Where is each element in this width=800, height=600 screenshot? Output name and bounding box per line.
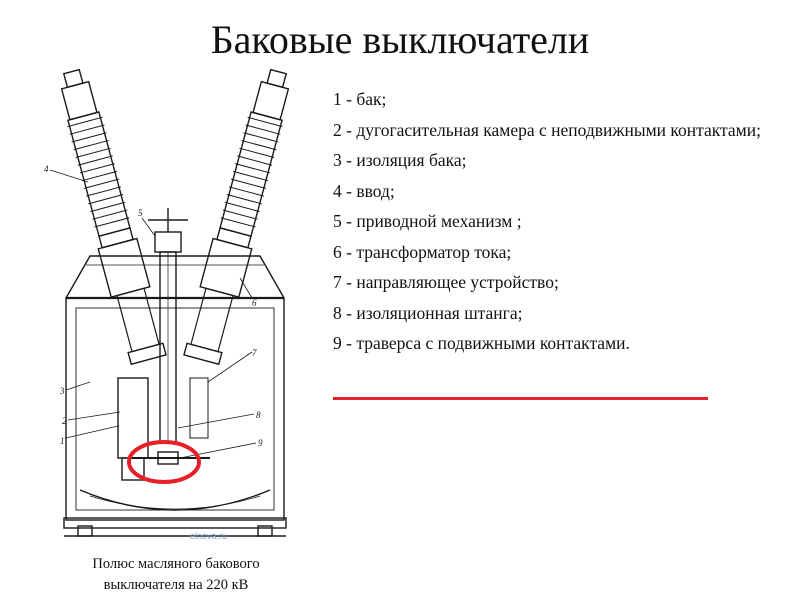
slide-title: Баковые выключатели: [210, 17, 590, 62]
drawing-label: 3: [59, 386, 65, 396]
legend-item: 6 - трансформатор тока;: [333, 241, 512, 262]
drawing-label: 1: [60, 436, 65, 446]
highlight-ellipse: [127, 440, 201, 484]
legend-item: 9 - траверса с подвижными контактами.: [333, 333, 630, 353]
legend-underline: [333, 397, 708, 400]
legend-item: 7 - направляющее устройство;: [333, 272, 559, 292]
legend-item: 8 - изоляционная штанга;: [333, 302, 523, 323]
legend-item: 5 - приводной механизм ;: [333, 211, 522, 231]
breaker-drawing: 1 2 3 4 5 6 7 8 9: [44, 68, 290, 537]
drawing-label: 9: [258, 438, 263, 448]
legend-list: 1 - бак; 2 - дугогасительная камера с не…: [333, 84, 773, 359]
legend-item: 1 - бак;: [333, 89, 387, 109]
drawing-label: 4: [44, 164, 49, 174]
caption-line: выключателя на 220 кВ: [103, 577, 249, 593]
figure-caption: Полюс масляного бакового выключателя на …: [60, 554, 292, 596]
drawing-label: 2: [62, 416, 67, 426]
legend-item: 3 - изоляция бака;: [333, 150, 467, 170]
drawing-label: 5: [138, 208, 143, 218]
caption-line: Полюс масляного бакового: [92, 556, 260, 572]
drawing-label: 7: [252, 348, 257, 358]
drawing-label: 6: [252, 298, 257, 308]
legend-item: 4 - ввод;: [333, 180, 395, 201]
drawing-label: 8: [256, 410, 261, 420]
watermark: elnova.ru: [190, 531, 228, 541]
legend-item: 2 - дугогасительная камера с неподвижным…: [333, 119, 761, 140]
tank-outline: [65, 297, 285, 521]
